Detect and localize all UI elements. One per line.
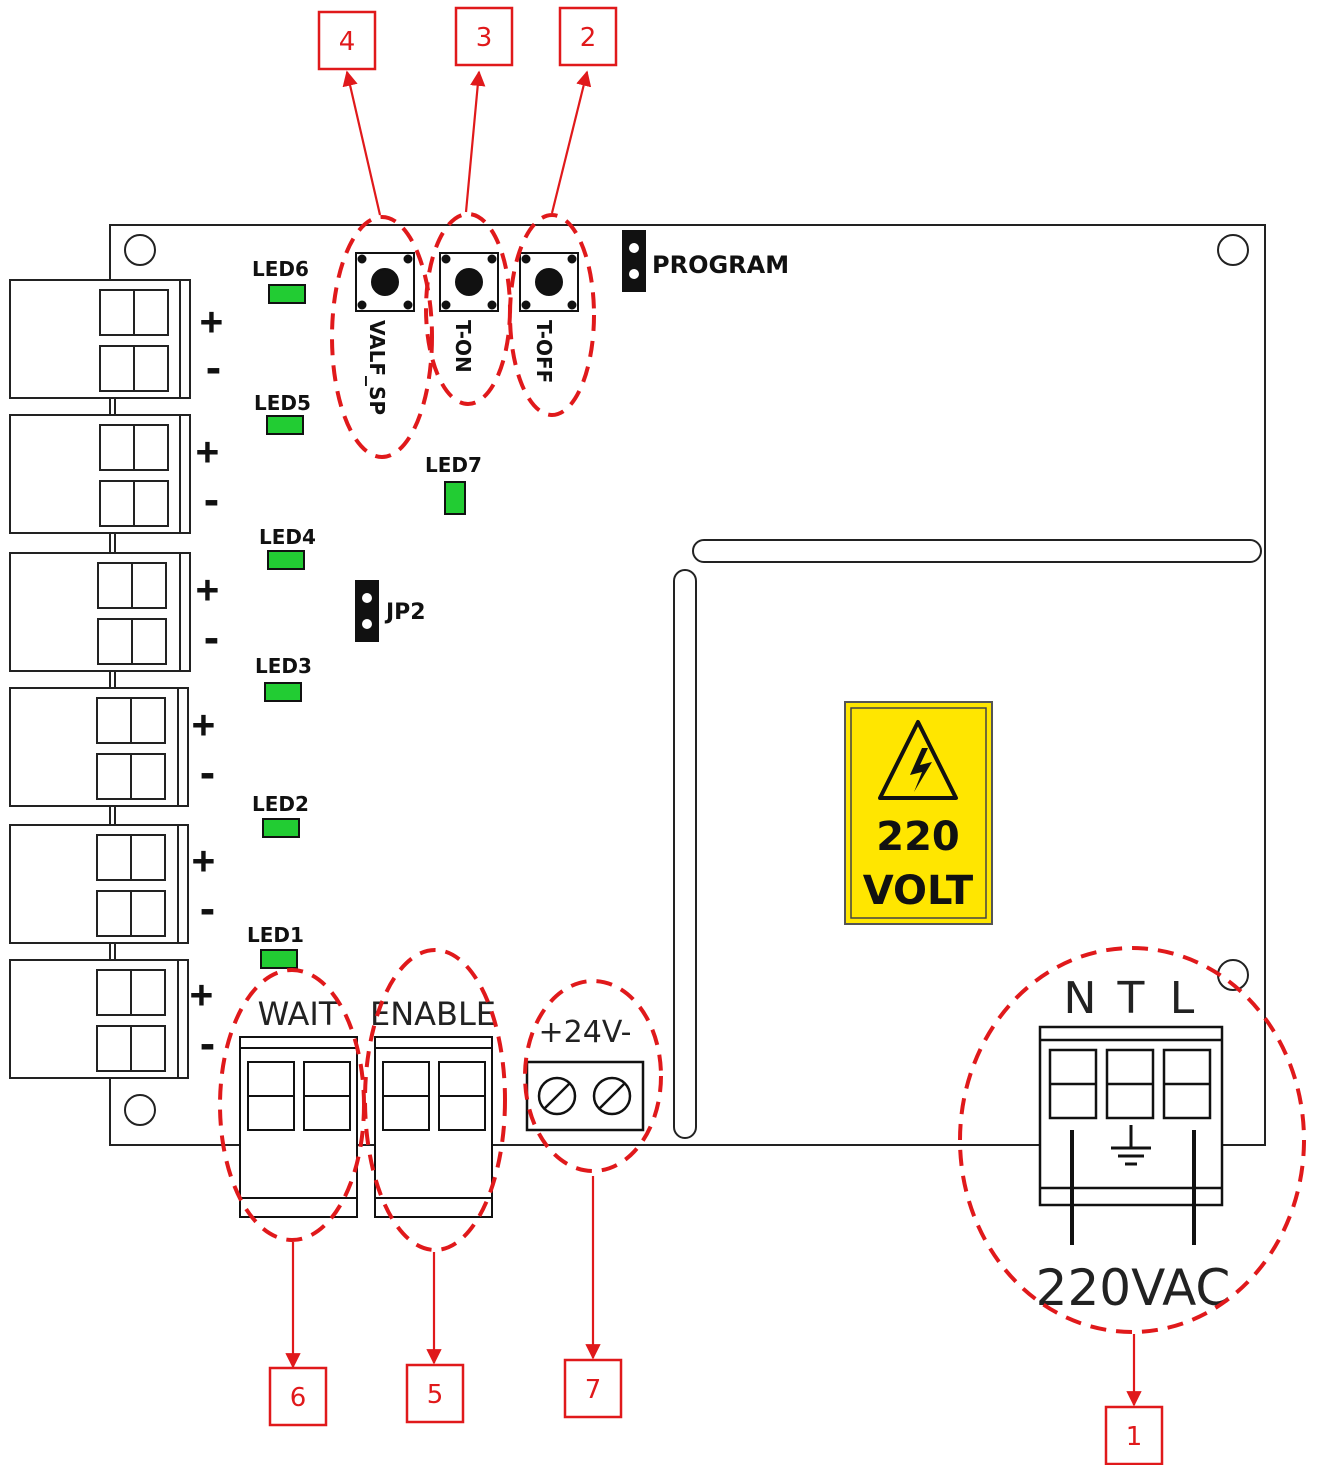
valf-sp-button	[355, 252, 415, 312]
plus-sign: +	[190, 972, 213, 1016]
terminal-block-4	[9, 552, 191, 672]
callout-box-6	[268, 1366, 328, 1427]
mounting-hole	[1217, 234, 1249, 266]
callout-box-7	[563, 1358, 623, 1419]
led2	[262, 818, 300, 838]
plus-sign: +	[196, 429, 219, 473]
led7	[444, 481, 466, 515]
24v-terminal	[525, 1060, 645, 1132]
led7-label: LED7	[425, 453, 482, 477]
callout-number-6: 6	[290, 1383, 307, 1413]
t-on-label: T-ON	[451, 320, 475, 373]
mounting-holes	[124, 234, 1249, 1126]
push-buttons	[355, 252, 579, 312]
callout-number-7: 7	[585, 1375, 602, 1405]
wait-label: WAIT	[258, 995, 339, 1033]
valf-sp-label: VALF_SP	[365, 320, 389, 415]
terminal-block-6	[9, 279, 191, 399]
mains-terminal	[1038, 1025, 1224, 1245]
callout-boxes	[268, 6, 1164, 1465]
terminal-block-2	[9, 824, 189, 944]
plus-sign: +	[196, 567, 219, 611]
high-voltage-warning: 220 VOLT	[844, 701, 993, 925]
jp2-jumper: JP2	[355, 580, 426, 642]
callout-number-4: 4	[339, 27, 356, 57]
highlight-ellipses	[218, 212, 1306, 1334]
minus-sign: -	[200, 479, 223, 523]
highlight-t-off	[508, 213, 596, 417]
callout-box-1	[1104, 1405, 1164, 1465]
wait-terminal	[239, 1036, 358, 1218]
led4-label: LED4	[259, 525, 316, 549]
led4	[267, 550, 305, 570]
program-label: PROGRAM	[652, 251, 789, 279]
minus-sign: -	[200, 617, 223, 661]
callout-box-3	[454, 6, 514, 67]
line-label: L	[1170, 973, 1195, 1024]
earth-label: T	[1117, 973, 1145, 1024]
plus-sign: +	[200, 299, 223, 343]
callout-number-2: 2	[580, 23, 597, 53]
enable-label: ENABLE	[370, 995, 496, 1033]
led3-label: LED3	[255, 654, 312, 678]
neutral-label: N	[1064, 973, 1097, 1024]
slot-vertical	[673, 569, 697, 1139]
24v-label: +24V-	[539, 1015, 632, 1050]
plus-sign: +	[192, 702, 215, 746]
callout-number-3: 3	[476, 23, 493, 53]
lightning-icon	[878, 720, 958, 800]
led1-label: LED1	[247, 923, 304, 947]
led6-label: LED6	[252, 257, 309, 281]
led5-label: LED5	[254, 391, 311, 415]
led6	[268, 284, 306, 304]
minus-sign: -	[196, 888, 219, 932]
t-on-button	[439, 252, 499, 312]
highlight-valf-sp	[330, 215, 434, 459]
highlight-enable	[363, 948, 507, 1252]
warning-line2: VOLT	[863, 868, 974, 914]
slot-horizontal	[692, 539, 1262, 563]
callout-number-5: 5	[427, 1380, 444, 1410]
program-jumper: PROGRAM	[622, 230, 789, 292]
left-terminal-blocks	[9, 279, 191, 1079]
led3	[264, 682, 302, 702]
highlight-mains	[958, 946, 1306, 1334]
terminal-block-1	[9, 959, 189, 1079]
led1	[260, 949, 298, 969]
callout-arrows	[285, 70, 1142, 1407]
terminal-block-3	[9, 687, 189, 807]
220vac-label: 220VAC	[1036, 1259, 1231, 1317]
jp2-label: JP2	[384, 600, 426, 625]
callout-box-2	[558, 6, 618, 67]
plus-sign: +	[192, 838, 215, 882]
mounting-hole	[124, 1094, 156, 1126]
minus-sign: -	[196, 1023, 219, 1067]
minus-sign: -	[196, 752, 219, 796]
mounting-hole	[124, 234, 156, 266]
t-off-button	[519, 252, 579, 312]
led2-label: LED2	[252, 792, 309, 816]
leds: LED6 LED5 LED4 LED3 LED2 LED1 LED7	[247, 257, 482, 969]
led5	[266, 415, 304, 435]
warning-line1: 220	[876, 814, 960, 860]
callout-box-4	[317, 10, 377, 71]
callout-number-1: 1	[1126, 1422, 1143, 1452]
minus-sign: -	[202, 347, 225, 391]
t-off-label: T-OFF	[532, 320, 556, 383]
highlight-24v	[523, 979, 663, 1173]
enable-terminal	[374, 1036, 493, 1218]
callout-box-5	[405, 1363, 465, 1424]
terminal-block-5	[9, 414, 191, 534]
